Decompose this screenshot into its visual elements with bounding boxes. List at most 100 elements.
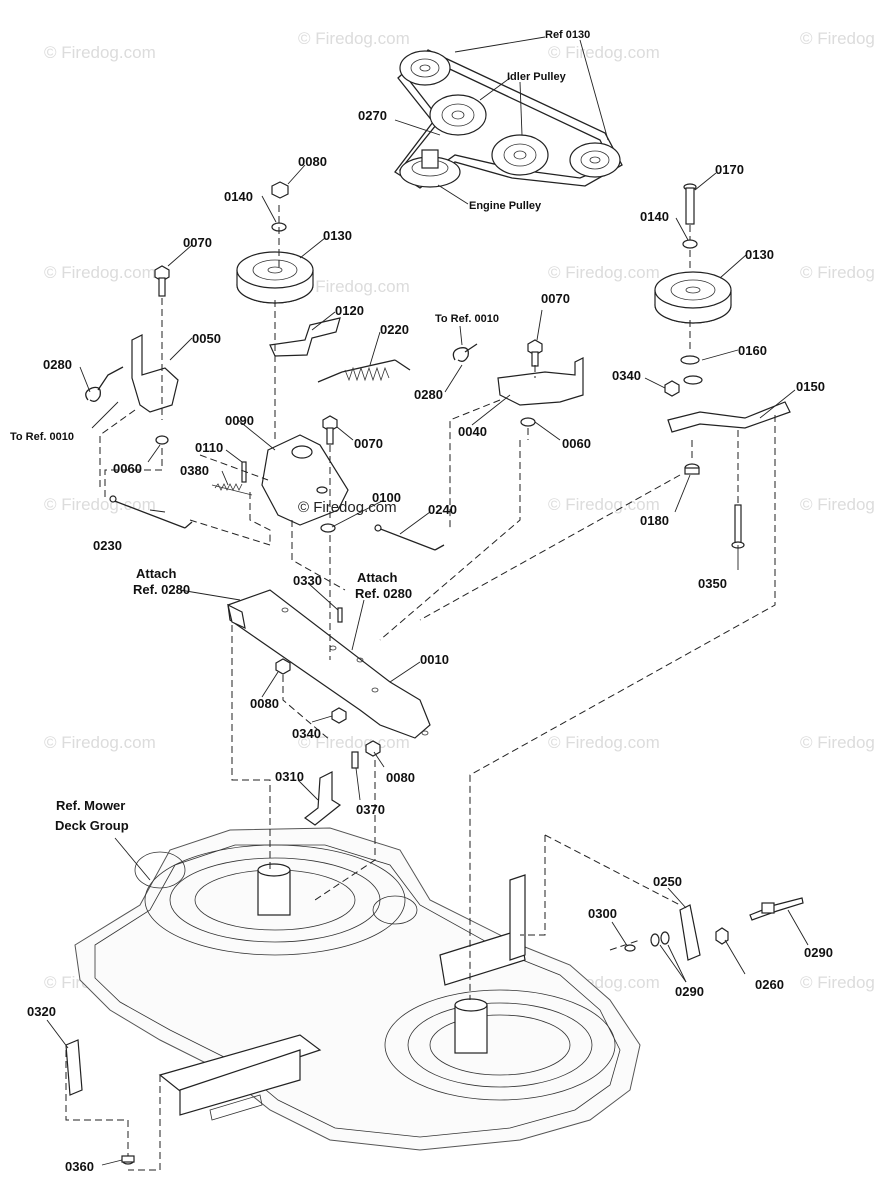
watermark: © Firedog.com bbox=[800, 733, 875, 752]
label-0080-br: 0080 bbox=[386, 770, 415, 785]
callout-labels: Ref 0130 Idler Pulley 0270 Engine Pulley… bbox=[10, 29, 833, 1174]
label-to-ref-0010-mid: To Ref. 0010 bbox=[435, 313, 499, 325]
label-0150: 0150 bbox=[796, 379, 825, 394]
label-ref-mower-2: Deck Group bbox=[55, 818, 129, 833]
nut-0080-bl bbox=[275, 658, 291, 675]
label-0290-right: 0290 bbox=[804, 945, 833, 960]
label-0070-left: 0070 bbox=[183, 235, 212, 250]
washer-0100 bbox=[320, 523, 336, 533]
label-0260: 0260 bbox=[755, 977, 784, 992]
washer-0160 bbox=[680, 355, 700, 365]
watermark: © Firedog.com bbox=[44, 733, 156, 752]
label-0070-right: 0070 bbox=[541, 291, 570, 306]
label-0050: 0050 bbox=[192, 331, 221, 346]
label-0280-left: 0280 bbox=[43, 357, 72, 372]
label-0250: 0250 bbox=[653, 874, 682, 889]
bracket-0150 bbox=[667, 401, 791, 433]
label-ref-0130: Ref 0130 bbox=[545, 29, 590, 41]
idler-arm-0090 bbox=[261, 434, 349, 526]
pulley-top-left bbox=[399, 50, 451, 86]
label-0130-right: 0130 bbox=[745, 247, 774, 262]
label-attach-right-1: Attach bbox=[357, 570, 398, 585]
part-0300 bbox=[624, 944, 636, 952]
idler-pulley-right bbox=[491, 134, 549, 176]
pin-0370 bbox=[351, 751, 359, 769]
bracket-0250 bbox=[679, 904, 701, 961]
part-0320 bbox=[65, 1039, 83, 1096]
bolt-0070-left bbox=[154, 265, 170, 297]
cable-0290 bbox=[749, 897, 804, 921]
label-attach-left-2: Ref. 0280 bbox=[133, 582, 190, 597]
label-0370: 0370 bbox=[356, 802, 385, 817]
label-0350: 0350 bbox=[698, 576, 727, 591]
label-0280-mid: 0280 bbox=[414, 387, 443, 402]
spring-0220 bbox=[317, 359, 411, 383]
watermark: © Firedog.com bbox=[548, 733, 660, 752]
bolt-0170 bbox=[683, 183, 697, 225]
label-0080-top: 0080 bbox=[298, 154, 327, 169]
label-0060-right: 0060 bbox=[562, 436, 591, 451]
bolt-0350 bbox=[731, 504, 745, 549]
label-0160: 0160 bbox=[738, 343, 767, 358]
bolt-0330 bbox=[337, 607, 343, 623]
washer-0140-right bbox=[682, 239, 698, 249]
label-0140-right: 0140 bbox=[640, 209, 669, 224]
watermark: © Firedog.com bbox=[800, 973, 875, 992]
right-hardware bbox=[624, 897, 804, 961]
bolt-0070-mid bbox=[322, 415, 338, 445]
spring-0380 bbox=[211, 483, 253, 496]
bracket-0040 bbox=[497, 357, 584, 406]
idler-pulley-left bbox=[429, 94, 487, 136]
label-0110: 0110 bbox=[195, 440, 223, 455]
center-watermark: © Firedog.com bbox=[298, 499, 397, 516]
label-attach-left-1: Attach bbox=[136, 566, 177, 581]
leader-lines bbox=[46, 36, 809, 1166]
bracket-0310 bbox=[303, 771, 342, 826]
label-to-ref-0010-left: To Ref. 0010 bbox=[10, 431, 74, 443]
belt-assembly bbox=[394, 49, 623, 189]
watermark: © Firedog.com bbox=[44, 43, 156, 62]
watermark: © Firedog.com bbox=[548, 263, 660, 282]
watermark: © Firedog.com bbox=[298, 29, 410, 48]
watermark: © Firedog.com bbox=[44, 263, 156, 282]
label-0010: 0010 bbox=[420, 652, 449, 667]
bracket-0050 bbox=[131, 334, 179, 413]
nut-0340-right bbox=[664, 380, 680, 397]
label-0140-left: 0140 bbox=[224, 189, 253, 204]
pulley-0130-left bbox=[236, 251, 314, 304]
label-0170: 0170 bbox=[715, 162, 744, 177]
pulley-right bbox=[569, 142, 621, 178]
label-attach-right-2: Ref. 0280 bbox=[355, 586, 412, 601]
label-0340-right: 0340 bbox=[612, 368, 641, 383]
label-0380: 0380 bbox=[180, 463, 209, 478]
label-0360: 0360 bbox=[65, 1159, 94, 1174]
spring-0280-left bbox=[85, 366, 124, 402]
nut-0080-br bbox=[365, 740, 381, 757]
bracket-0120 bbox=[269, 317, 341, 357]
rod-0240 bbox=[377, 527, 445, 551]
watermark: © Firedog.com bbox=[800, 495, 875, 514]
label-0130-left: 0130 bbox=[323, 228, 352, 243]
label-0230: 0230 bbox=[93, 538, 122, 553]
watermark: © Firedog.com bbox=[44, 495, 156, 514]
watermark: © Firedog.com bbox=[548, 495, 660, 514]
label-0180: 0180 bbox=[640, 513, 669, 528]
bolt-0070-right bbox=[527, 339, 543, 367]
pulley-0130-right bbox=[654, 271, 732, 324]
label-0340-bl: 0340 bbox=[292, 726, 321, 741]
label-0060-left: 0060 bbox=[113, 461, 142, 476]
label-0090: 0090 bbox=[225, 413, 254, 428]
label-ref-mower-1: Ref. Mower bbox=[56, 798, 125, 813]
washer-0060-left bbox=[155, 435, 169, 445]
right-idler-assembly bbox=[452, 183, 791, 549]
label-0300: 0300 bbox=[588, 906, 617, 921]
spring-0280-mid bbox=[452, 343, 478, 362]
left-idler-assembly bbox=[85, 181, 445, 551]
label-0270: 0270 bbox=[358, 108, 387, 123]
watermark: © Firedog.com bbox=[800, 263, 875, 282]
watermark: © Firedog.com bbox=[548, 43, 660, 62]
watermark: © Firedog.com bbox=[800, 29, 875, 48]
rod-0230 bbox=[111, 499, 193, 529]
label-0240: 0240 bbox=[428, 502, 457, 517]
label-0330: 0330 bbox=[293, 573, 322, 588]
